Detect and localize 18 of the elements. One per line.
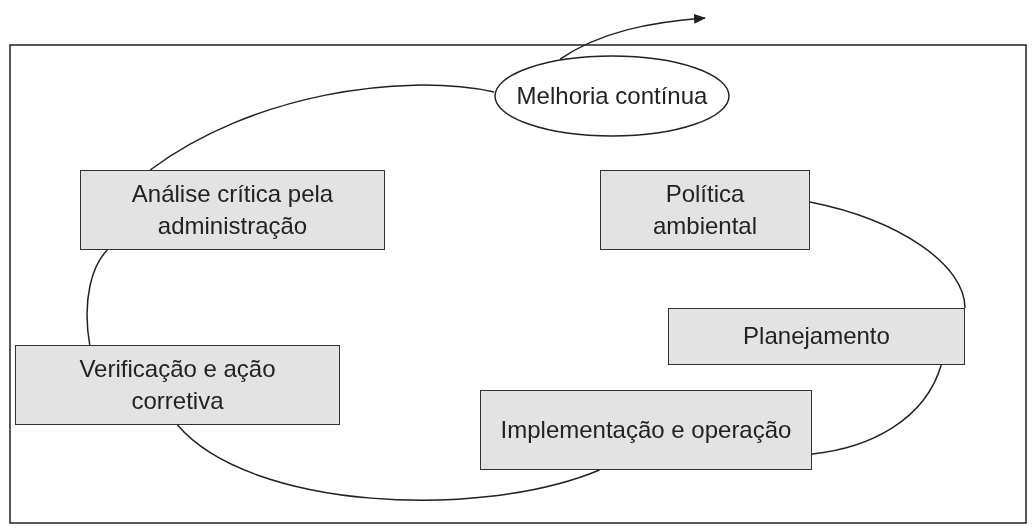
node-label: Política ambiental — [651, 178, 759, 241]
connector-line — [86, 249, 109, 346]
connector-line — [149, 84, 495, 171]
connector-line — [809, 201, 966, 309]
process-box — [668, 308, 965, 365]
connector-line — [811, 364, 942, 455]
node-label: Planejamento — [742, 321, 891, 352]
node-label: Melhoria contínua — [515, 80, 709, 111]
node-label: Análise crítica pela administração — [130, 178, 335, 241]
process-box — [480, 390, 812, 470]
arrow — [559, 13, 706, 60]
process-box — [80, 170, 385, 250]
process-box — [600, 170, 810, 250]
ellipse-node — [494, 55, 730, 137]
connector-line — [176, 424, 601, 501]
node-label: Verificação e ação corretiva — [78, 353, 277, 416]
process-box — [15, 345, 340, 425]
node-label: Implementação e operação — [499, 414, 793, 445]
